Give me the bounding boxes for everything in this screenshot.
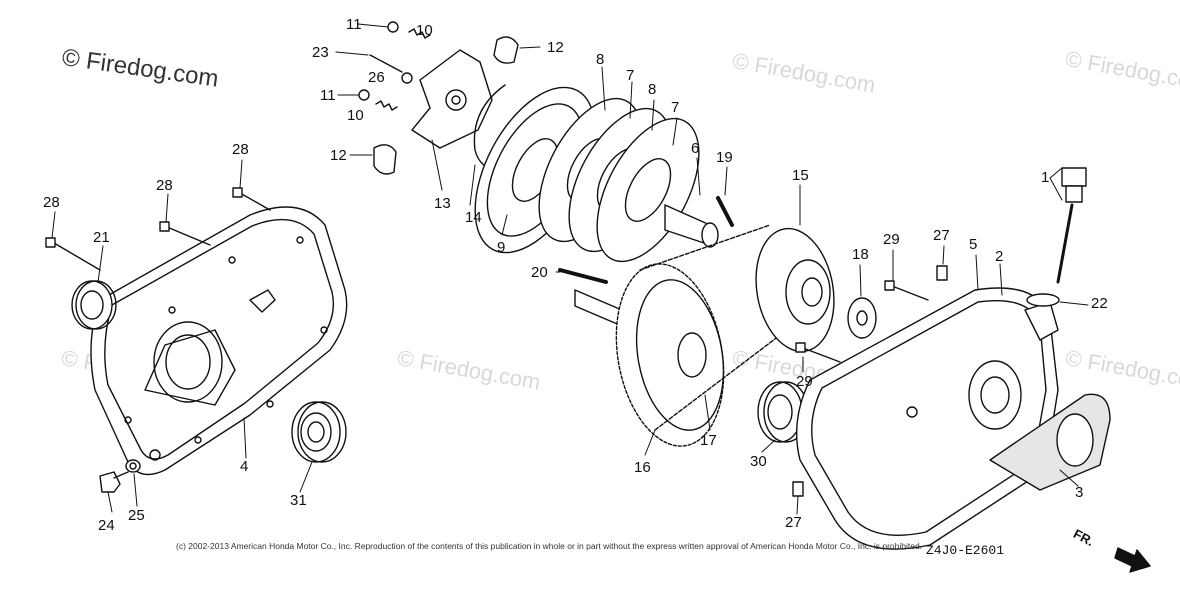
part-callout: 18 — [852, 246, 869, 263]
bearing-part — [757, 381, 809, 443]
dowel-pin-part — [936, 265, 948, 281]
part-callout: 15 — [792, 167, 809, 184]
part-callout: 14 — [465, 209, 482, 226]
part-callout: 22 — [1091, 295, 1108, 312]
part-callout: 5 — [969, 236, 978, 253]
part-callout: 26 — [368, 69, 385, 86]
figure-code: Z4J0-E2601 — [926, 543, 1005, 558]
part-callout: 28 — [232, 141, 249, 158]
part-callout: 19 — [716, 149, 733, 166]
sprocket-and-chain — [615, 224, 801, 447]
o-ring-part — [1026, 293, 1060, 307]
part-callout: 10 — [416, 22, 433, 39]
part-callout: 7 — [626, 67, 635, 84]
left-case-cover — [90, 206, 348, 476]
part-callout: 23 — [312, 44, 329, 61]
gasket-opening — [1056, 413, 1094, 467]
front-direction-arrow-icon — [1114, 547, 1151, 573]
right-case-housing — [796, 287, 1059, 550]
part-callout: 11 — [346, 16, 362, 33]
part-callout: 28 — [156, 177, 173, 194]
part-callout: 2 — [995, 248, 1004, 265]
part-callout: 8 — [648, 81, 657, 98]
oil-dipstick-part — [1056, 167, 1087, 284]
part-callout: 13 — [434, 195, 451, 212]
part-callout: 9 — [497, 239, 506, 256]
part-callout: 11 — [320, 87, 336, 104]
part-callout: 21 — [93, 229, 110, 246]
part-callout: 16 — [634, 459, 651, 476]
part-callout: 27 — [933, 227, 950, 244]
part-callout: 17 — [700, 432, 717, 449]
part-callout: 28 — [43, 194, 60, 211]
washer-part — [847, 297, 877, 339]
part-callout: 10 — [347, 107, 364, 124]
bolt-part — [45, 187, 271, 271]
bearing-part — [291, 401, 347, 463]
oil-seal-part — [71, 280, 117, 330]
leader-lines — [51, 23, 1089, 515]
part-callout: 8 — [596, 51, 605, 68]
key-part — [716, 196, 734, 227]
clutch-carrier-plate — [411, 49, 493, 149]
part-callout: 25 — [128, 507, 145, 524]
part-callout: 27 — [785, 514, 802, 531]
clutch-weight-part — [373, 36, 519, 175]
drain-bolt-part — [99, 459, 141, 493]
part-callout: 31 — [290, 492, 307, 509]
part-callout: 7 — [671, 99, 680, 116]
key-part — [558, 268, 608, 284]
part-callout: 12 — [547, 39, 564, 56]
clutch-hub-part — [664, 204, 719, 248]
part-callout: 6 — [691, 140, 700, 157]
bolt-part — [795, 280, 929, 363]
part-callout: 1 — [1041, 169, 1050, 186]
dowel-pin-part — [792, 481, 804, 497]
clutch-plate-stack — [538, 97, 700, 263]
copyright-notice: (c) 2002-2013 American Honda Motor Co., … — [176, 541, 923, 551]
drive-sprocket-part — [755, 227, 835, 353]
part-callout: 12 — [330, 147, 347, 164]
part-callout: 4 — [240, 458, 249, 475]
part-callout: 30 — [750, 453, 767, 470]
part-callout: 20 — [531, 264, 548, 281]
part-callout: 3 — [1075, 484, 1084, 501]
part-callout: 29 — [796, 373, 813, 390]
part-callout: 29 — [883, 231, 900, 248]
part-callout: 24 — [98, 517, 115, 534]
